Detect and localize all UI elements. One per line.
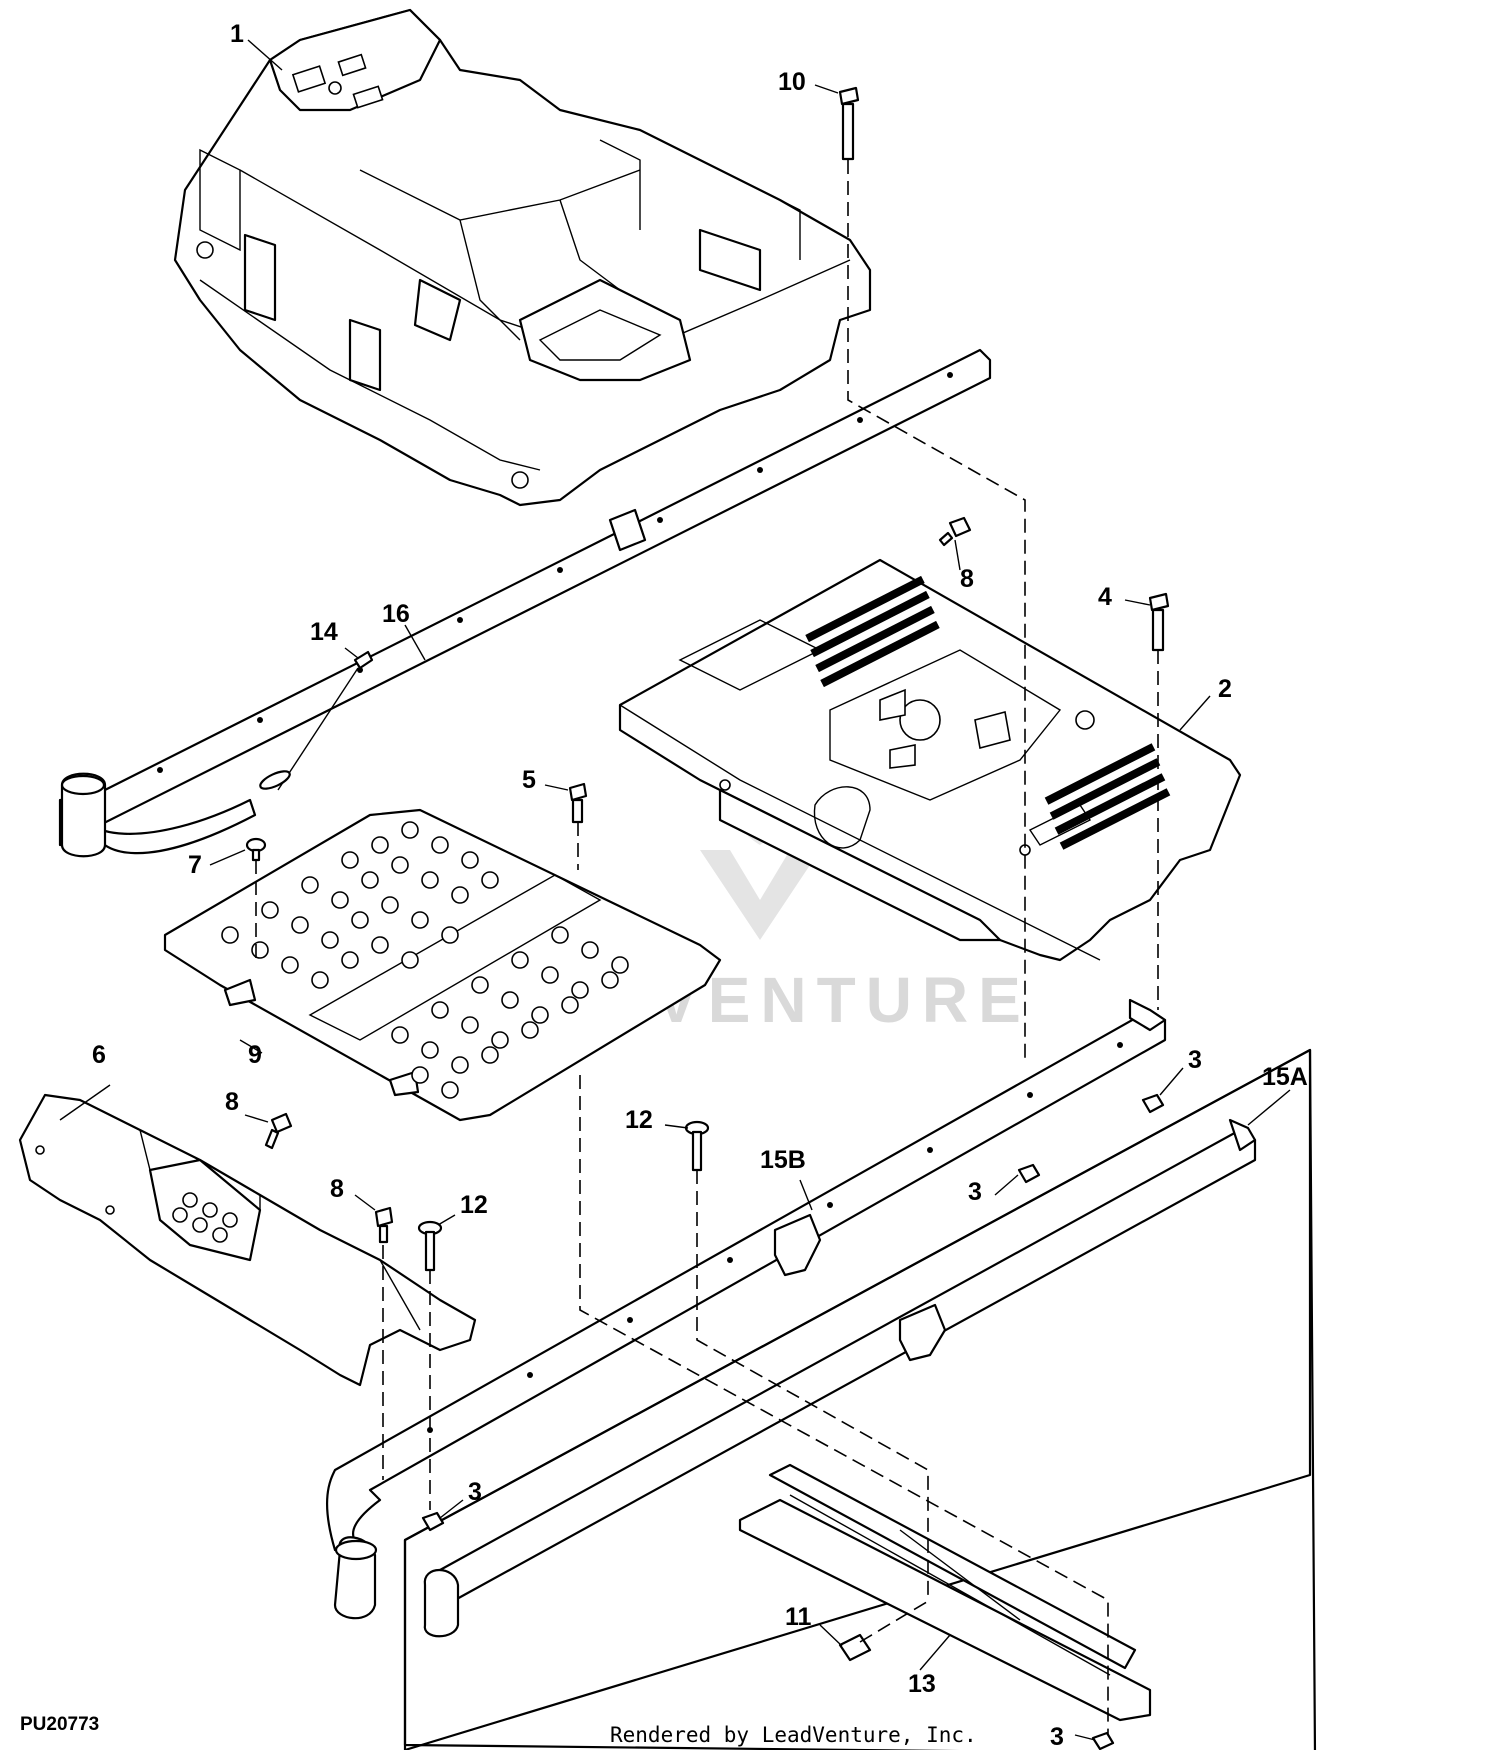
callout-12-right[interactable]: 12 xyxy=(460,1191,488,1219)
callout-labels[interactable]: 1 2 3 3 3 3 4 5 6 7 8 8 8 9 10 11 12 12 … xyxy=(92,20,1308,1750)
part-13-lower-bracket xyxy=(738,1463,1152,1722)
callout-8-upper[interactable]: 8 xyxy=(960,565,974,593)
part-12-bolt-left xyxy=(417,1220,443,1272)
callout-12-center[interactable]: 12 xyxy=(625,1106,653,1134)
bracket-holes xyxy=(172,1192,238,1243)
part-3-nuts xyxy=(421,1093,1165,1750)
vent-slots-upper xyxy=(805,575,940,688)
part-7-rivet xyxy=(245,837,267,862)
part-8-bolt-upper xyxy=(938,516,972,547)
callout-2[interactable]: 2 xyxy=(1218,675,1232,703)
tread-holes-upper xyxy=(221,821,499,989)
callout-1[interactable]: 1 xyxy=(230,20,244,48)
part-16-left-rail xyxy=(58,348,992,858)
part-15A-inset-rail xyxy=(403,1048,1317,1750)
leader-lines xyxy=(59,39,1291,1741)
part-8-bolt-center xyxy=(374,1206,394,1244)
part-2-control-plate xyxy=(618,558,1242,962)
part-1-main-frame xyxy=(173,8,872,507)
callout-8-center[interactable]: 8 xyxy=(330,1175,344,1203)
callout-11[interactable]: 11 xyxy=(785,1603,812,1631)
callout-3-lower-left[interactable]: 3 xyxy=(468,1478,482,1506)
callout-4[interactable]: 4 xyxy=(1098,583,1112,611)
vent-slots-lower xyxy=(1044,743,1171,850)
part-8-bolt-left xyxy=(264,1112,293,1150)
callout-16[interactable]: 16 xyxy=(382,600,410,628)
callout-3-bottom[interactable]: 3 xyxy=(1050,1723,1064,1750)
assembly-lines xyxy=(255,160,1159,1735)
callout-14[interactable]: 14 xyxy=(310,618,338,646)
part-10-bolt xyxy=(838,86,860,161)
part-5-bolt xyxy=(568,782,588,824)
watermark-text: VENTURE xyxy=(655,964,1031,1036)
callout-15B[interactable]: 15B xyxy=(760,1146,806,1174)
callout-3-center[interactable]: 3 xyxy=(968,1178,982,1206)
callout-15A[interactable]: 15A xyxy=(1262,1063,1308,1091)
tread-holes-lower xyxy=(391,926,629,1099)
part-9-foot-plate xyxy=(163,808,722,1122)
figure-id: PU20773 xyxy=(20,1714,99,1735)
callout-8-left[interactable]: 8 xyxy=(225,1088,239,1116)
callout-10[interactable]: 10 xyxy=(778,68,806,96)
callout-7[interactable]: 7 xyxy=(188,851,202,879)
part-12-bolt-center xyxy=(684,1120,710,1172)
callout-13[interactable]: 13 xyxy=(908,1670,936,1698)
part-4-bolt xyxy=(1148,592,1170,652)
part-14-pin xyxy=(259,650,374,791)
callout-6[interactable]: 6 xyxy=(92,1041,106,1069)
callout-3-upper-right[interactable]: 3 xyxy=(1188,1046,1202,1074)
callout-9[interactable]: 9 xyxy=(248,1041,262,1069)
render-credit: Rendered by LeadVenture, Inc. xyxy=(610,1723,977,1747)
callout-5[interactable]: 5 xyxy=(522,766,536,794)
part-6-side-bracket xyxy=(18,1093,477,1387)
part-15B-right-rail xyxy=(325,998,1167,1620)
